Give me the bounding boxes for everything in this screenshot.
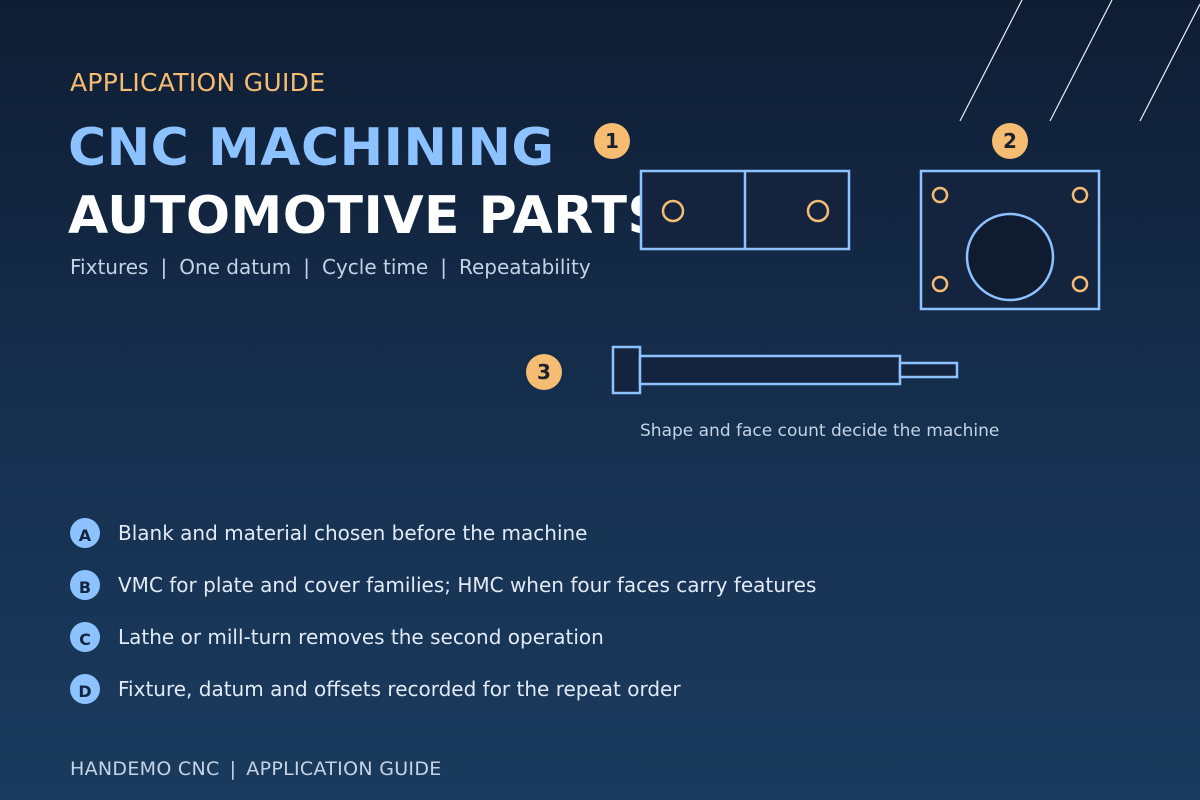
decorative-lines	[959, 0, 1200, 122]
list-item-text: Lathe or mill-turn removes the second op…	[118, 625, 604, 649]
part-2-cover-plate-drawing	[919, 169, 1101, 311]
tag-separator: |	[440, 255, 447, 279]
tag-fixtures: Fixtures	[70, 255, 149, 279]
part-badge-3: 3	[526, 354, 562, 390]
tag-line: Fixtures | One datum | Cycle time | Repeatabil…	[70, 255, 591, 279]
footer: HANDEMO CNC | APPLICATION GUIDE	[70, 758, 442, 780]
footer-separator: |	[229, 758, 237, 780]
title-line-1: CNC MACHINING	[68, 118, 555, 178]
list-item: D Fixture, datum and offsets recorded fo…	[70, 663, 816, 715]
eyebrow-label: APPLICATION GUIDE	[70, 68, 326, 97]
list-letter-badge: D	[70, 674, 100, 704]
tag-repeatability: Repeatability	[458, 255, 591, 279]
list-item: A Blank and material chosen before the m…	[70, 507, 816, 559]
title-line-2: AUTOMOTIVE PARTS	[68, 186, 666, 246]
tag-cycle-time: Cycle time	[322, 255, 429, 279]
list-item-text: Blank and material chosen before the mac…	[118, 521, 588, 545]
list-item: C Lathe or mill-turn removes the second …	[70, 611, 816, 663]
tag-one-datum: One datum	[179, 255, 292, 279]
tag-separator: |	[303, 255, 310, 279]
list-item-text: VMC for plate and cover families; HMC wh…	[118, 573, 817, 597]
part-3-shaft-drawing	[611, 345, 959, 395]
checklist: A Blank and material chosen before the m…	[70, 507, 816, 715]
footer-label: APPLICATION GUIDE	[246, 758, 442, 780]
tag-separator: |	[160, 255, 168, 279]
list-letter-badge: C	[70, 622, 100, 652]
list-item: B VMC for plate and cover families; HMC …	[70, 559, 816, 611]
part-badge-2: 2	[992, 123, 1028, 159]
parts-caption: Shape and face count decide the machine	[640, 421, 1000, 441]
list-letter-badge: A	[70, 518, 100, 548]
part-1-bracket-drawing	[639, 169, 851, 251]
list-letter-badge: B	[70, 570, 100, 600]
footer-brand: HANDEMO CNC	[70, 758, 220, 780]
list-item-text: Fixture, datum and offsets recorded for …	[118, 677, 681, 701]
part-badge-1: 1	[594, 123, 630, 159]
